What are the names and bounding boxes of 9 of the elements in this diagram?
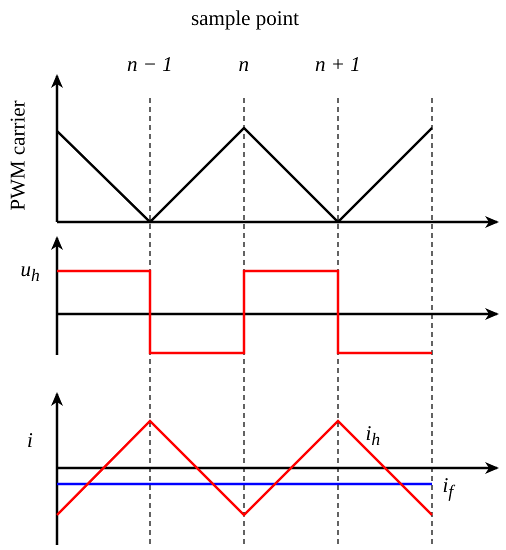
waveform-label: i$_{f}$ <box>442 475 454 501</box>
sample-index-label: n + 1 <box>315 54 361 74</box>
sample-index-label: n − 1 <box>127 54 173 74</box>
axis-label: PWM carrier <box>8 100 29 210</box>
axis-label: u$_{h}$ <box>20 259 40 285</box>
waveform-label: i$_{h}$ <box>366 423 380 449</box>
axis-label: i <box>27 430 33 450</box>
sample-index-label: n <box>238 54 249 74</box>
title: sample point <box>191 8 299 28</box>
